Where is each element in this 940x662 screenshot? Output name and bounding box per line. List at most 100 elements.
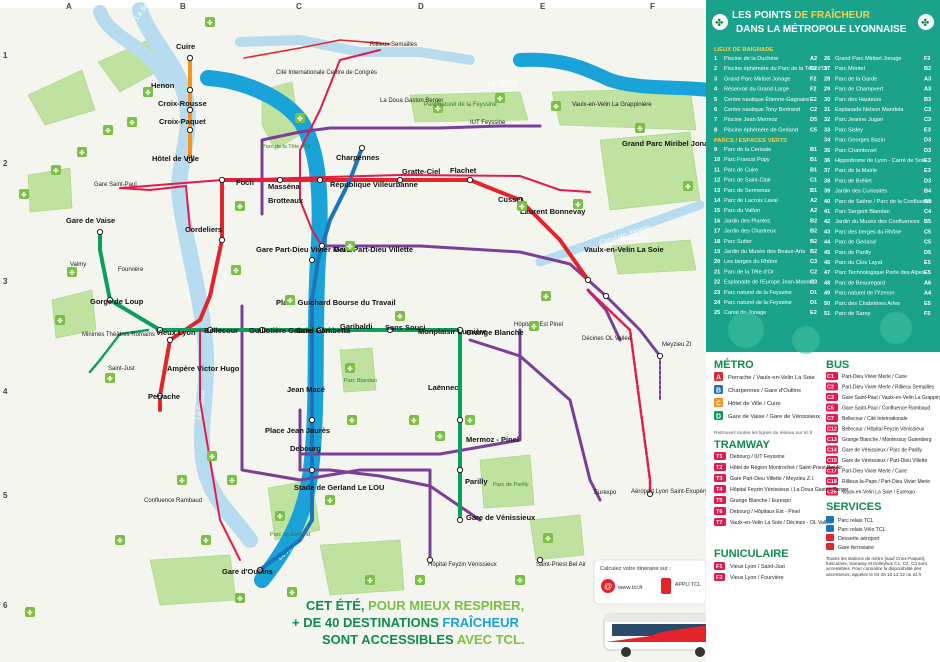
park-pin-6[interactable] (51, 165, 61, 175)
metro-badge-C (714, 398, 723, 407)
header-leaf-glyph-right: ✤ (921, 18, 929, 29)
park-pin-9[interactable] (231, 265, 241, 275)
park-pin-10[interactable] (285, 295, 295, 305)
legend-right-num-27: 27 (824, 66, 830, 72)
legend-left-name-19: Jardin du Musée des Beaux-Arts (724, 249, 805, 255)
station-label-minimes: Minimes Théâtres Romains (82, 332, 155, 338)
park-pin-31[interactable] (201, 535, 211, 545)
legend-left-coord-25: E2 (810, 310, 817, 316)
park-pin-41[interactable] (105, 373, 115, 383)
legend-left-num-21: 21 (714, 269, 720, 275)
park-pin-13[interactable] (517, 201, 527, 211)
station-label-fourviere: Fourvière (118, 267, 144, 273)
bus-title: BUS (826, 359, 849, 371)
park-pin-24[interactable] (409, 415, 419, 425)
station-label-laennec: Laënnec (428, 383, 458, 392)
park-pin-12[interactable] (345, 241, 355, 251)
park-pin-8[interactable] (235, 201, 245, 211)
park-pin-5[interactable] (103, 125, 113, 135)
park-pin-38[interactable] (25, 607, 35, 617)
park-pin-icon-27: ✤ (209, 453, 215, 461)
legend-left-coord-17: B2 (810, 229, 817, 235)
bus-text-C7: Bellecour / Cité Internationale (842, 416, 908, 422)
park-pin-4[interactable] (143, 87, 153, 97)
station-label-gratte-ciel: Gratte-Ciel (402, 167, 440, 176)
legend-left-name-21: Parc de la Tête d'Or (724, 269, 774, 275)
legend-left-coord-6: C2 (810, 107, 817, 113)
bus-text-C18: Rillieux-la-Pape / Part-Dieu Vivier Merl… (842, 479, 930, 485)
metro-badge-D (714, 411, 723, 420)
grid-row-1: 1 (3, 51, 8, 60)
park-pin-28[interactable] (227, 475, 237, 485)
park-pin-15[interactable] (495, 93, 505, 103)
legend-right-num-48: 48 (824, 280, 830, 286)
park-pin-icon-21: ✤ (397, 313, 403, 321)
park-pin-20[interactable] (529, 321, 539, 331)
park-pin-22[interactable] (465, 415, 475, 425)
park-pin-43[interactable] (573, 199, 583, 209)
metro-badge-label-A: A (716, 375, 721, 382)
park-pin-26[interactable] (347, 415, 357, 425)
park-pin-21[interactable] (395, 311, 405, 321)
park-pin-33[interactable] (287, 587, 297, 597)
itinerary-app[interactable]: APPLI TCL (675, 582, 701, 588)
legend-right-num-29: 29 (824, 87, 830, 93)
station-label-cusset: Cusset (498, 195, 524, 204)
park-pin-2[interactable] (19, 189, 29, 199)
park-pin-34[interactable] (365, 575, 375, 585)
park-pin-39[interactable] (275, 511, 285, 521)
header-leaf-icon-left (712, 14, 728, 30)
park-pin-36[interactable] (543, 533, 553, 543)
legend-left-num-5: 5 (714, 97, 717, 103)
bus-text-C1: Part-Dieu Vivier Merle / Cuire (842, 374, 907, 380)
park-pin-25[interactable] (345, 363, 355, 373)
park-pin-3[interactable] (127, 117, 137, 127)
legend-parcs-title: PARCS / ESPACES VERTS (714, 138, 787, 144)
park-pin-37[interactable] (515, 575, 525, 585)
bus-text-C12: Bellecour / Hôpital Feyzin Vénissieux (842, 427, 925, 433)
park-pin-40[interactable] (325, 495, 335, 505)
legend-left-coord-15: A2 (810, 208, 817, 214)
itinerary-site-link[interactable]: www.tcl.fr (617, 585, 643, 591)
park-pin-30[interactable] (115, 535, 125, 545)
bus-badge-label-C3: C3 (827, 395, 834, 401)
footer-slogan: CET ÉTÉ, POUR MIEUX RESPIRER, + DE 40 DE… (292, 598, 525, 647)
legend-right-num-34: 34 (824, 138, 831, 144)
service-text-2: Desserte aéroport (838, 536, 880, 542)
legend-right-name-41: Parc Sergent Blandan (835, 209, 890, 215)
legend-left-coord-23: D1 (810, 290, 817, 296)
bus-badge-label-C5: C5 (827, 406, 834, 412)
station-label-eurexpo: Eurexpo (594, 490, 617, 496)
park-pin-icon-32: ✤ (237, 595, 243, 603)
legend-left-num-1: 1 (714, 56, 717, 62)
park-pin-32[interactable] (235, 593, 245, 603)
park-label-feyssine: Parc naturel de la Feyssine (424, 102, 497, 108)
station-label-massena: Masséna (268, 182, 301, 191)
park-pin-11[interactable] (295, 113, 305, 123)
park-pin-16[interactable] (551, 101, 561, 111)
park-pin-0[interactable] (205, 17, 215, 27)
line-metro-f1f2 (88, 328, 150, 374)
station-label-meyzieu: Meyzieu ZI (662, 342, 692, 348)
legend-right-name-33: Parc Sisley (835, 127, 863, 133)
park-pin-17[interactable] (635, 123, 645, 133)
park-pin-1[interactable] (77, 147, 87, 157)
park-pin-14[interactable] (433, 103, 443, 113)
park-pin-23[interactable] (435, 431, 445, 441)
station-label-saxe: Saxe Gambetta (296, 326, 351, 335)
bus-badge-label-C1: C1 (827, 374, 834, 380)
park-pin-19[interactable] (541, 291, 551, 301)
park-pin-27[interactable] (207, 451, 217, 461)
service-text-1: Parc relais Vélo TCL (838, 527, 886, 533)
park-pin-7[interactable] (67, 267, 77, 277)
park-pin-35[interactable] (415, 575, 425, 585)
bus-badge-C13 (826, 435, 838, 443)
park-pin-42[interactable] (55, 315, 65, 325)
park-pin-29[interactable] (177, 475, 187, 485)
station-dot-25 (308, 256, 316, 264)
park-pin-18[interactable] (683, 181, 693, 191)
legend-right-coord-47: E5 (924, 270, 931, 276)
